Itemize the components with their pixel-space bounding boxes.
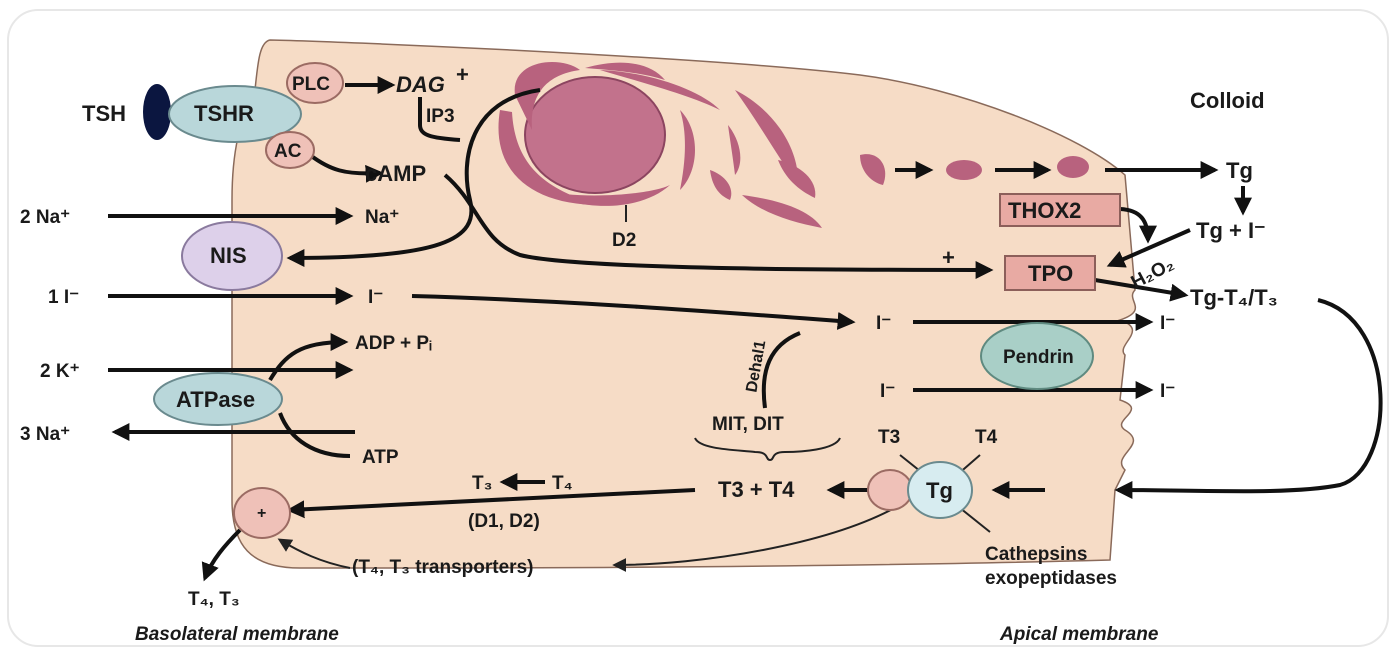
i-in-left-label: 1 I⁻: [48, 287, 79, 308]
i-in-right-label: I⁻: [368, 287, 383, 308]
i-low-right-label: I⁻: [1160, 381, 1175, 402]
t3-small-label: T₃: [472, 473, 492, 494]
i-mid-label: I⁻: [876, 313, 891, 334]
t4-top-label: T4: [975, 427, 998, 448]
t4-small-label: T₄: [552, 473, 573, 494]
basolateral-label: Basolateral membrane: [135, 624, 339, 645]
exopeptidases-label: exopeptidases: [985, 568, 1117, 589]
nucleus: [525, 77, 665, 193]
na-in-left-label: 2 Na⁺: [20, 207, 70, 228]
camp-label: cAMP: [365, 161, 426, 186]
mit-dit-label: MIT, DIT: [712, 414, 784, 435]
apical-label: Apical membrane: [999, 624, 1159, 645]
dag-label: DAG: [396, 72, 445, 97]
d2-label: D2: [612, 230, 636, 251]
tsh-ligand: [143, 84, 171, 140]
thox2-label: THOX2: [1008, 198, 1081, 223]
tg-t4t3-label: Tg-T₄/T₃: [1190, 285, 1278, 310]
atp-label: ATP: [362, 447, 399, 468]
ac-label: AC: [274, 141, 302, 162]
dag-plus: +: [456, 62, 469, 87]
t3-t4-label: T3 + T4: [718, 477, 795, 502]
t4t3-out-label: T₄, T₃: [188, 589, 240, 610]
colloid-label: Colloid: [1190, 88, 1265, 113]
ip3-label: IP3: [426, 106, 455, 127]
tg-i-label: Tg + I⁻: [1196, 218, 1266, 243]
transporter-plus: +: [257, 505, 266, 522]
i-low-label: I⁻: [880, 381, 895, 402]
pendrin-label: Pendrin: [1003, 347, 1074, 368]
tpo-label: TPO: [1028, 261, 1073, 286]
t3-top-label: T3: [878, 427, 900, 448]
lysosome-vesicle: [868, 470, 912, 510]
tg-circle-label: Tg: [926, 478, 953, 503]
na-out-label: 3 Na⁺: [20, 424, 70, 445]
cathepsins-label: Cathepsins: [985, 544, 1087, 565]
adp-label: ADP + Pᵢ: [355, 333, 432, 354]
transporters-label: (T₄, T₃ transporters): [352, 557, 533, 578]
atpase-label: ATPase: [176, 387, 255, 412]
tsh-label: TSH: [82, 101, 126, 126]
tg-out-label: Tg: [1226, 158, 1253, 183]
tshr-label: TSHR: [194, 101, 254, 126]
i-mid-right-label: I⁻: [1160, 313, 1175, 334]
nis-label: NIS: [210, 243, 247, 268]
na-in-right-label: Na⁺: [365, 207, 399, 228]
plc-label: PLC: [292, 74, 330, 95]
d1d2-label: (D1, D2): [468, 511, 540, 532]
k-in-label: 2 K⁺: [40, 361, 80, 382]
tpo-plus: +: [942, 245, 955, 270]
